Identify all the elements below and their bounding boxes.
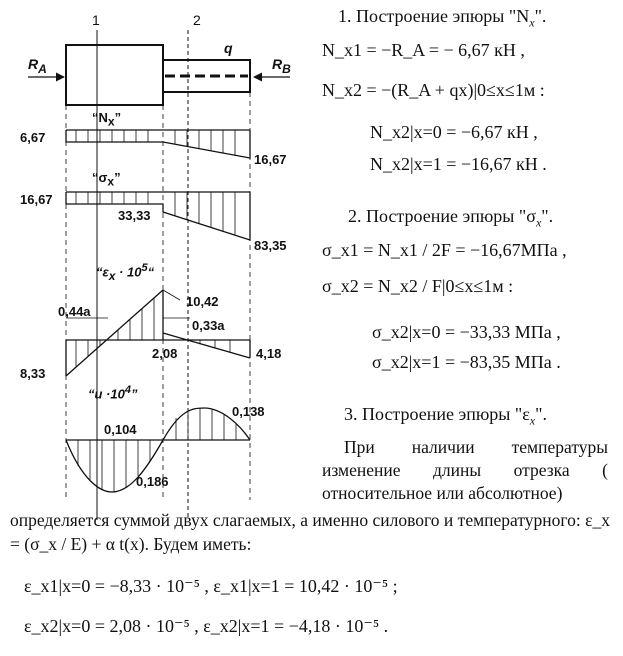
heading-nx: 1. Построение эпюры "Nx". — [338, 6, 547, 30]
sigma-epure — [65, 191, 251, 241]
equation-sx1: σ_x1 = N_x1 / 2F = −16,67МПа , — [322, 240, 567, 260]
equation-sx2: σ_x2 = N_x2 / F|0≤x≤1м : — [322, 276, 514, 296]
equation-sx2-x0: σ_x2|x=0 = −33,33 МПа , — [372, 322, 561, 342]
heading-sigma: 2. Построение эпюры "σx". — [348, 206, 554, 230]
paragraph-sum: определяется суммой двух слагаемых, а им… — [10, 510, 610, 554]
equation-nx2-x0: N_x2|x=0 = −6,67 кН , — [370, 122, 538, 142]
nx-right-value: 16,67 — [254, 152, 287, 167]
sigma-left-value: 16,67 — [20, 192, 53, 207]
epsilon-mid-value: 2,08 — [152, 346, 178, 361]
bar-thin-part — [162, 59, 251, 93]
nx-epure — [65, 129, 251, 159]
equation-ex1: ε_x1|x=0 = −8,33 · 10⁻⁵ , ε_x1|x=1 = 10,… — [24, 576, 398, 596]
displacement-peak-value: 0,138 — [232, 404, 265, 419]
load-q-label: q — [224, 40, 233, 56]
reaction-b-label: RB — [272, 56, 291, 76]
equation-nx1: N_x1 = −R_A = − 6,67 кН , — [322, 40, 525, 60]
epsilon-epure — [65, 289, 251, 377]
equation-nx2: N_x2 = −(R_A + qx)|0≤x≤1м : — [322, 80, 545, 100]
equation-nx2-x1: N_x2|x=1 = −16,67 кН . — [370, 154, 547, 174]
epsilon-right-value: 4,18 — [256, 346, 282, 361]
section-1-label: 1 — [92, 12, 100, 28]
epsilon-top-value: 10,42 — [186, 294, 219, 309]
bar-thick-part — [65, 44, 164, 106]
sigma-right-value: 83,35 — [254, 238, 287, 253]
section-2-label: 2 — [193, 12, 201, 28]
displacement-zero-value: 0,104 — [104, 422, 137, 437]
displacement-title: “u ·104” — [88, 384, 138, 402]
epsilon-left-value: 8,33 — [20, 366, 46, 381]
sigma-mid-value: 33,33 — [118, 208, 151, 223]
paragraph-temperature: При наличии температуры изменение длины … — [322, 437, 608, 503]
epsilon-title: “εx · 105“ — [96, 262, 155, 283]
nx-title: “Nx” — [92, 110, 122, 129]
displacement-epure — [65, 407, 251, 493]
reaction-a-label: RA — [28, 56, 47, 76]
heading-epsilon: 3. Построение эпюры "εx". — [344, 404, 547, 428]
epsilon-right-dim: 0,33a — [192, 318, 225, 333]
sigma-title: “σx” — [92, 170, 121, 189]
equation-ex2: ε_x2|x=0 = 2,08 · 10⁻⁵ , ε_x2|x=1 = −4,1… — [24, 616, 389, 636]
epsilon-left-dim: 0,44a — [58, 304, 91, 319]
equation-sx2-x1: σ_x2|x=1 = −83,35 МПа . — [372, 352, 561, 372]
displacement-min-value: 0,186 — [136, 474, 169, 489]
nx-left-value: 6,67 — [20, 130, 46, 145]
